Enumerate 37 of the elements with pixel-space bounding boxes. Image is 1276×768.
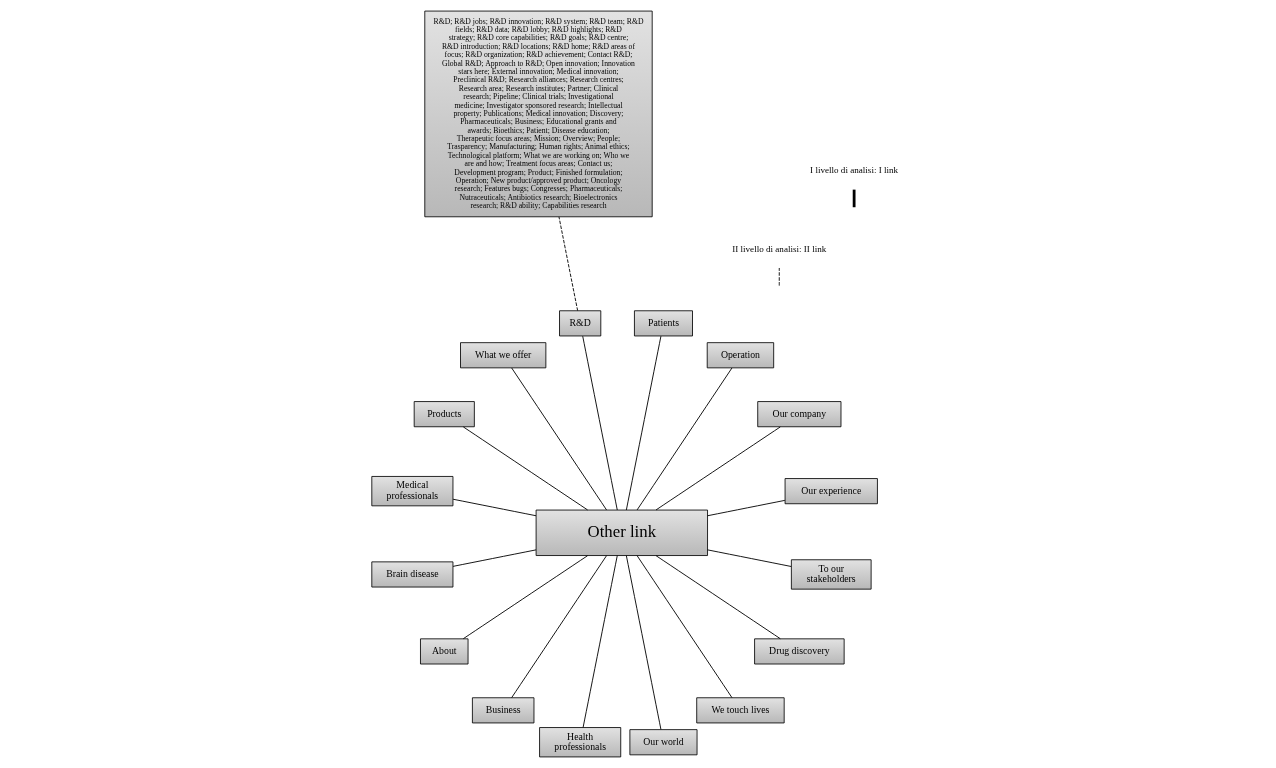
connector [625, 555, 661, 730]
node-box: Products [413, 401, 475, 428]
node-box: About [419, 638, 468, 665]
connector [558, 216, 578, 312]
node-box: Business [471, 697, 534, 724]
node-box: Medical professionals [370, 476, 453, 507]
connector [452, 498, 536, 517]
legend-label: II livello di analisi: II link [731, 243, 826, 254]
connector [510, 367, 607, 511]
connector [655, 555, 781, 640]
node-box: R&D [558, 310, 601, 337]
connector [462, 555, 588, 640]
node-box: Brain disease [370, 561, 453, 588]
node-box: Our company [756, 401, 841, 428]
connector [510, 555, 607, 699]
connector [581, 335, 618, 511]
connector [582, 555, 618, 728]
node-box: Health professionals [538, 727, 621, 758]
node-box: To our stakeholders [790, 559, 872, 590]
connector [452, 549, 536, 567]
node-box: Drug discovery [753, 638, 845, 665]
node-box: Other link [535, 509, 708, 556]
legend-label: I livello di analisi: I link [809, 165, 898, 176]
node-box: Our world [628, 729, 697, 756]
node-box: Patients [633, 310, 693, 337]
connector [636, 367, 732, 511]
node-box: Operation [706, 342, 774, 369]
connector [706, 499, 785, 517]
connector [636, 555, 732, 699]
connector [462, 426, 588, 511]
connector [655, 426, 781, 511]
node-box: R&D; R&D jobs; R&D innovation; R&D system; R&D team; R&D fields; R&D data; R&D lobby; R&D highlights; R&D strategy; R&D core capabilities; R&D goals; R&D centre; R&D introduction; R&D locations; R&D home; R&D areas of focus; R&D organization; R&D achievement; Contact R&D; Global R&D; Approach to R&D; Open innovation; Innovation stars here; External innovation; Medical innovation; Preclinical R&D; Research alliances; Research centres; Research area; Research institutes; Partner; Clinical research; Pipeline; Clinical trials; Investigational medicine; Investigator sponsored research; Intellectual property; Publications; Medical innovation; Discovery; Pharmaceuticals; Business; Educational grants and awards; Bioethics; Patient; Disease education; Therapeutic focus areas; Mission; Overview; People; Trasparency; Manufacturing; Human rights; Animal ethics; Technological platform; What we are working on; Who we are and how; Treatment focus areas; Contact us; Development program; Product; Finished formulation; Operation; New product/approved product; Oncology research; Features bugs; Congresses; Pharmaceuticals; Nutraceuticals; Antibiotics research; Bioelectronics research; R&D ability; Capabilities research [423, 10, 653, 218]
node-box: We touch lives [695, 697, 785, 724]
node-box: Our experience [784, 478, 878, 505]
node-box: What we offer [459, 342, 546, 369]
connector [625, 335, 661, 511]
connector [706, 549, 792, 567]
